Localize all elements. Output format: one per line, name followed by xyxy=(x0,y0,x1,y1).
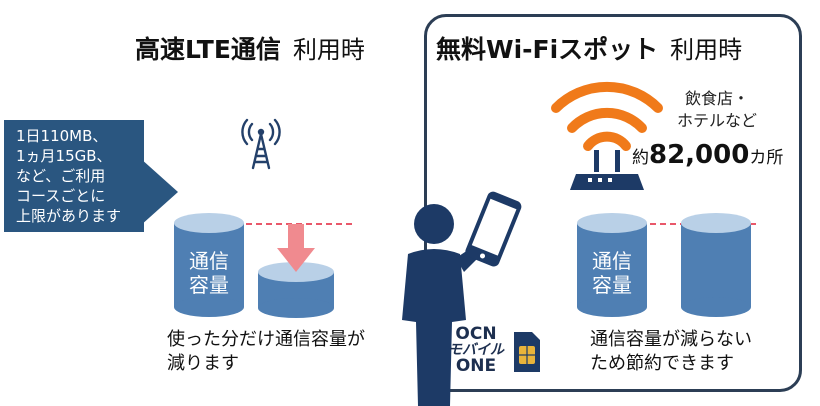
callout-line: 1日110MB、 xyxy=(16,127,108,145)
ocn-mobile-one-logo: OCN モバイル ONE xyxy=(448,324,504,376)
callout-line: など、ご利用 xyxy=(16,167,106,185)
wifi-title-sub: 利用時 xyxy=(670,36,743,64)
cylinder-label: 通信 容量 xyxy=(592,249,632,297)
usage-limit-callout: 1日110MB、 1ヵ月15GB、 など、ご利用 コースごとに 上限があります xyxy=(4,120,144,232)
wifi-caption: 通信容量が減らない ため節約できます xyxy=(590,329,752,374)
callout-tail xyxy=(140,158,178,226)
full-capacity-cylinder: 通信 容量 xyxy=(174,213,244,317)
smartphone-icon xyxy=(465,191,522,267)
cylinder-label: 通信 容量 xyxy=(189,249,229,297)
wifi-spot-count: 約82,000カ所 xyxy=(632,140,784,170)
capacity-limit-line xyxy=(176,223,352,225)
wifi-places: 飲食店・ ホテルなど xyxy=(676,89,757,130)
person-icon xyxy=(402,204,486,406)
antenna-icon xyxy=(241,118,281,170)
wifi-title-main: 無料Wi-Fiスポット xyxy=(436,35,659,64)
callout-line: 上限があります xyxy=(16,207,122,225)
wifi-panel xyxy=(424,14,802,392)
callout-line: 1ヵ月15GB、 xyxy=(16,147,112,165)
lte-title: 高速LTE通信利用時 xyxy=(135,30,365,66)
lte-title-main: 高速LTE通信 xyxy=(135,35,281,64)
capacity-limit-line xyxy=(580,223,756,225)
full-capacity-cylinder: 通信 容量 xyxy=(577,213,647,317)
lte-title-sub: 利用時 xyxy=(292,36,365,64)
unchanged-capacity-cylinder xyxy=(681,213,751,317)
lte-caption: 使った分だけ通信容量が 減ります xyxy=(167,329,365,374)
wifi-router-icon xyxy=(551,81,663,190)
wifi-title: 無料Wi-Fiスポット利用時 xyxy=(436,30,742,66)
callout-line: コースごとに xyxy=(16,187,106,205)
sim-card-icon xyxy=(514,332,540,372)
decrease-arrow-icon xyxy=(277,224,315,272)
